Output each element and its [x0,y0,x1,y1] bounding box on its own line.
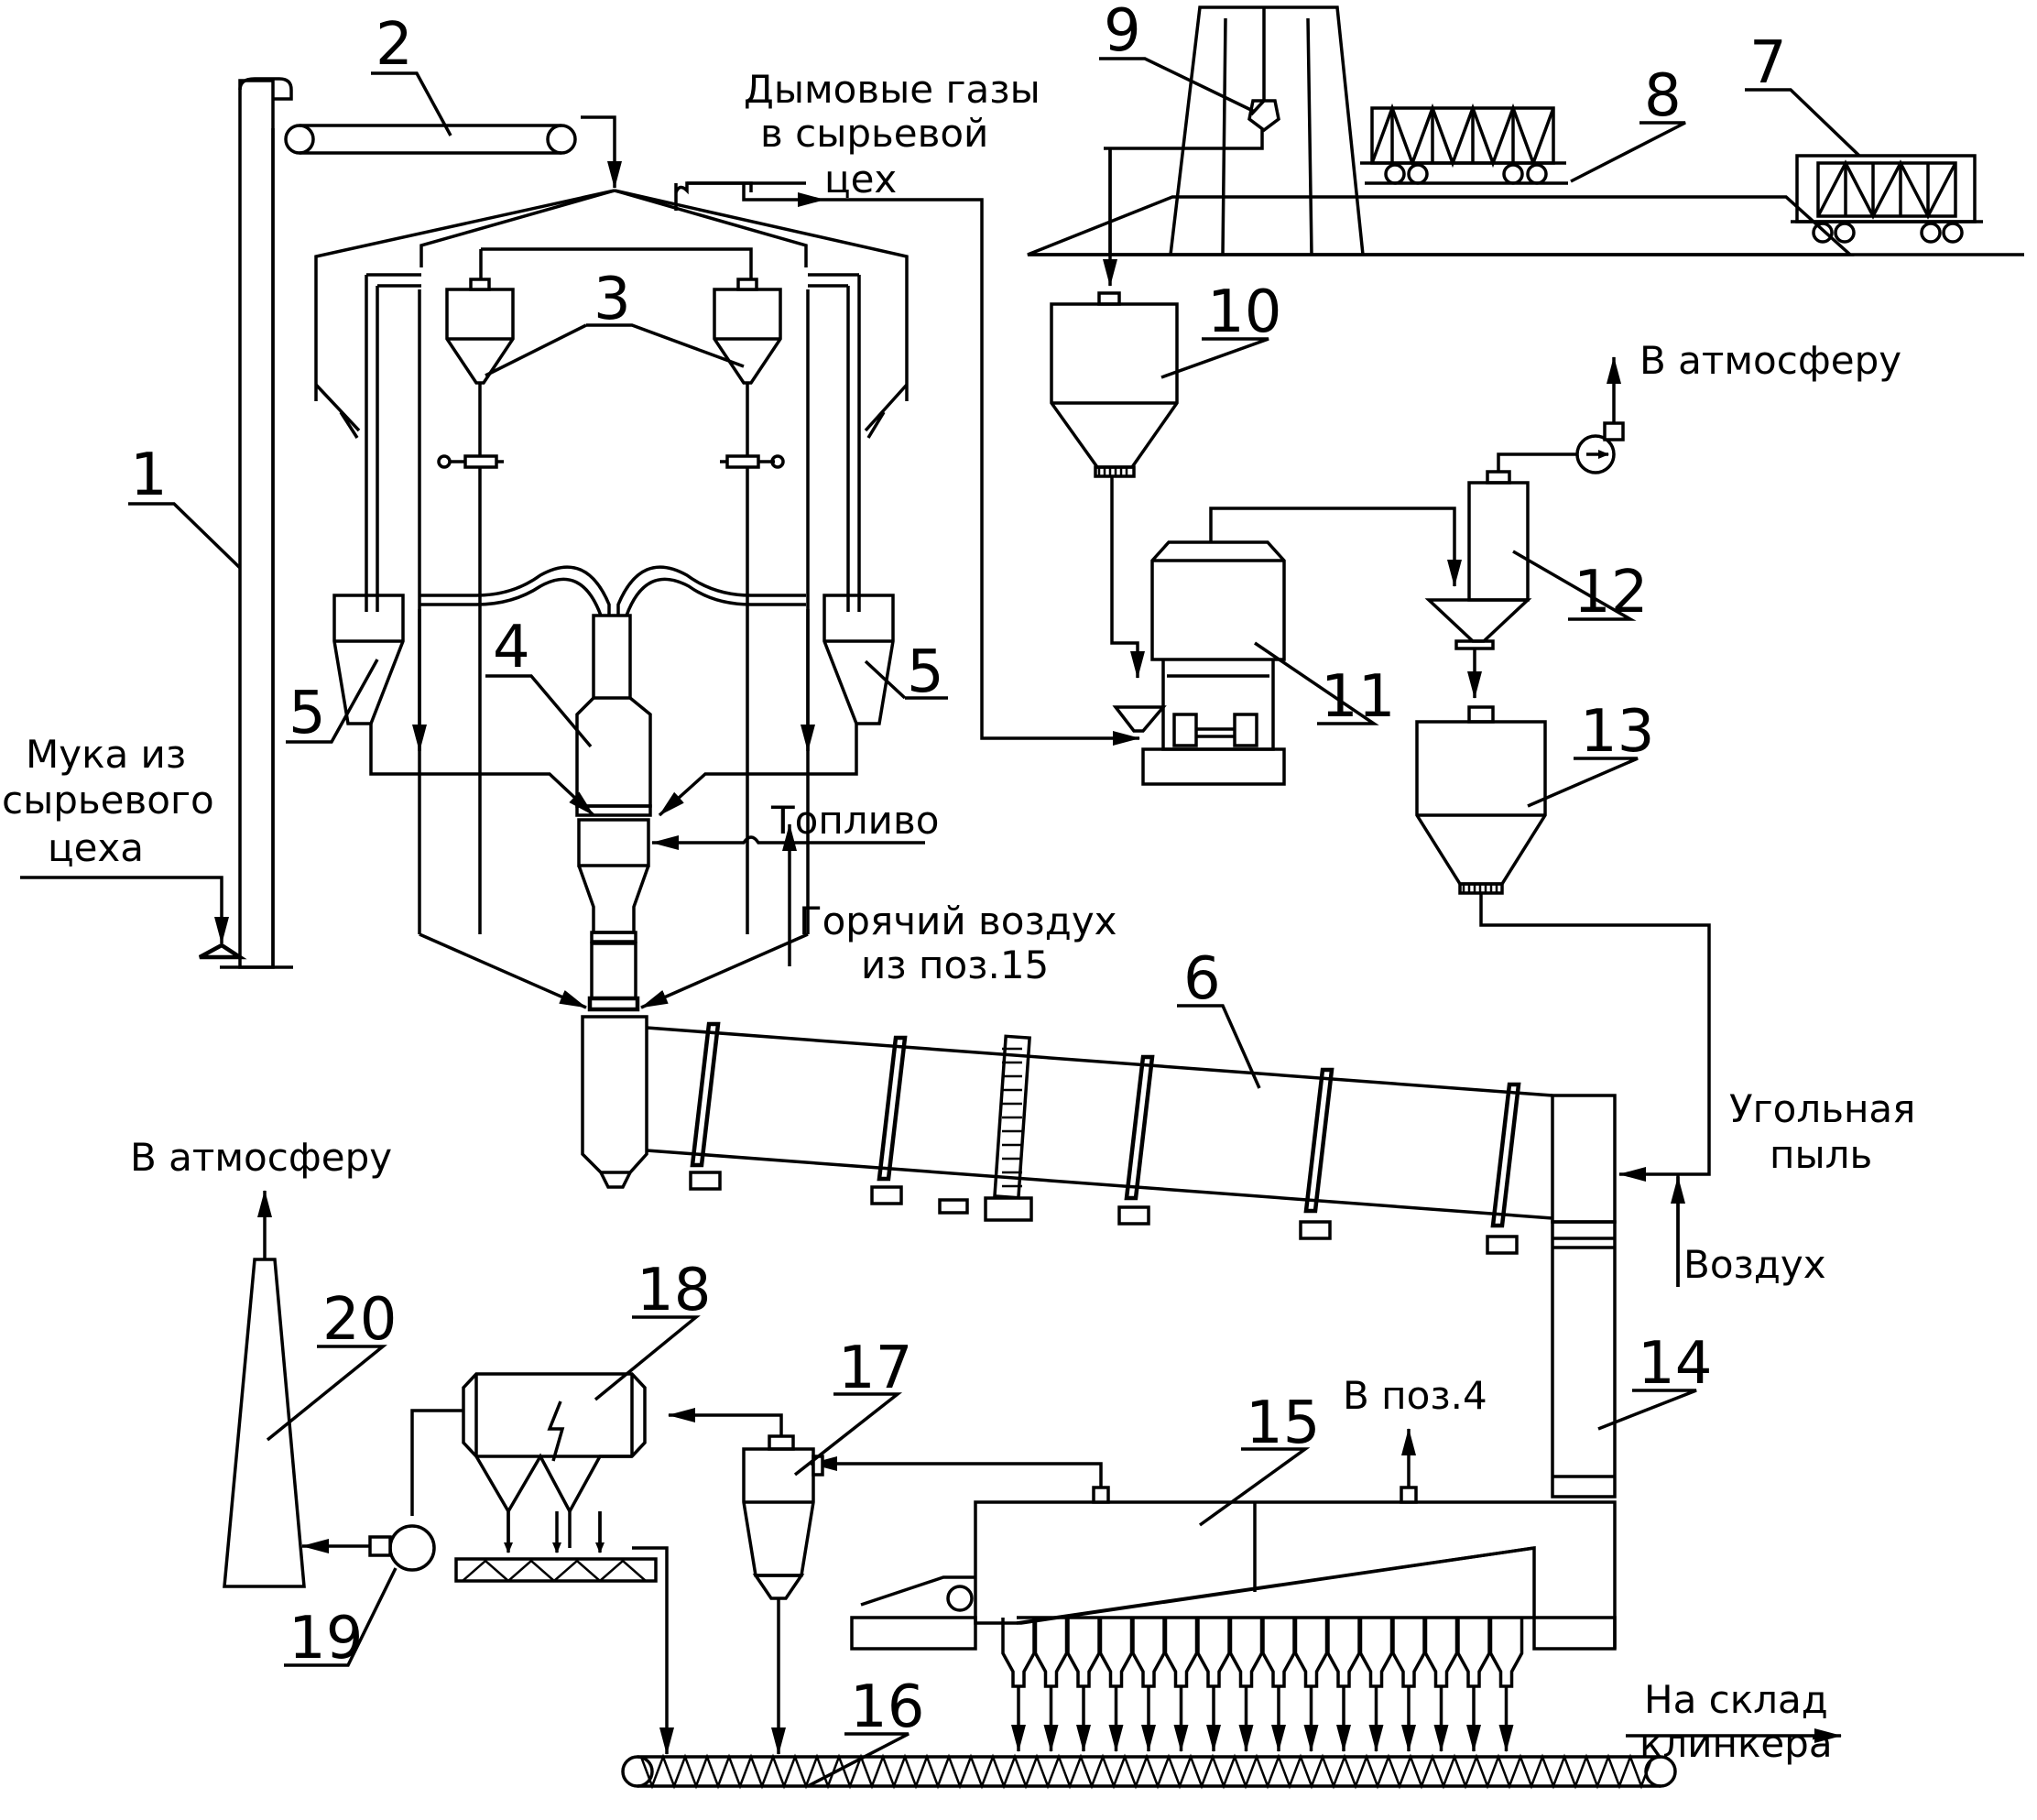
cooler-hopper-row [1001,1616,1617,1752]
label-4: 4 [493,614,530,681]
coal-mill-11 [824,198,1462,786]
label-3: 3 [594,266,631,333]
cooler-hopper [1423,1618,1459,1688]
kiln-hood-14 [1551,1220,1617,1499]
chimney-20 [223,1190,306,1588]
preheater-distribution-lines [314,181,909,439]
label-20: 20 [322,1286,397,1354]
label-2: 2 [376,11,413,79]
cooler-hopper [1358,1618,1394,1688]
cooler-hopper [1033,1618,1069,1688]
label-18: 18 [637,1257,711,1324]
caption-fuel: Топливо [770,798,939,843]
caption-air: Воздух [1683,1242,1826,1287]
cooler-hopper [1293,1618,1329,1688]
coal-bin-10 [1050,291,1179,679]
caption-raw-meal-2: сырьевого [2,778,214,823]
belt-conveyor-16 [621,1728,1842,1790]
caption-coal-dust-2: пыль [1770,1132,1872,1177]
label-13: 13 [1580,698,1654,766]
captions: Дымовые газы в сырьевой цех В атмосферу … [2,67,1915,1766]
hopper-band [1017,1616,1617,1649]
label-5-left: 5 [289,680,326,747]
caption-clinker-store-1: На склад [1644,1677,1828,1722]
caption-flue-gas-2: в сырьевой [760,111,988,156]
caption-atmosphere-top: В атмосферу [1639,338,1901,383]
cooler-hopper [1001,1618,1036,1688]
label-15: 15 [1246,1390,1320,1457]
cyclone-3-right [713,278,810,934]
bucket-elevator-1 [20,77,293,969]
cooler-hopper [1196,1618,1231,1688]
coal-storage-yard [1027,5,2024,287]
caption-atmosphere-bottom: В атмосферу [130,1135,392,1180]
cyclone-17 [668,1408,824,1755]
rotary-kiln-6 [581,1015,1617,1255]
cooler-hopper [1456,1618,1491,1688]
label-1: 1 [130,441,168,509]
cyclone-5-right [658,594,895,817]
cooler-hopper [1391,1618,1426,1688]
cyclone-3-left [418,278,515,934]
gas-riser-ducts [365,273,861,616]
caption-clinker-store-2: клинкера [1639,1721,1833,1766]
label-5-right: 5 [907,638,944,706]
caption-hot-air-2: из поз.15 [861,943,1049,987]
cyclone-5-left [332,594,595,817]
electrostatic-precipitator-18 [410,1372,674,1755]
grate-cooler-15 [810,1428,1617,1651]
cyclone-12 [1424,356,1625,699]
caption-coal-dust-1: Угольная [1729,1086,1915,1131]
label-7: 7 [1749,29,1787,97]
label-8: 8 [1644,62,1682,130]
cooler-hopper [1261,1618,1296,1688]
belt-conveyor-2 [284,115,622,189]
cooler-hopper [1066,1618,1101,1688]
caption-raw-meal-3: цеха [48,825,144,870]
exhaust-fan-19 [301,1524,436,1572]
cooler-hopper [1326,1618,1361,1688]
cooler-hopper [1488,1618,1524,1688]
label-6: 6 [1183,945,1221,1013]
caption-to-pos4: В поз.4 [1343,1373,1487,1418]
label-19: 19 [289,1605,363,1673]
caption-raw-meal-1: Мука из [26,732,186,777]
cooler-hopper [1163,1618,1199,1688]
pulverized-coal-bin-13 [1415,705,1711,1287]
caption-flue-gas-3: цех [824,157,897,202]
label-16: 16 [850,1673,924,1741]
label-9: 9 [1104,0,1141,65]
label-14: 14 [1638,1330,1712,1398]
label-10: 10 [1207,278,1281,346]
calciner-4 [419,614,925,1012]
caption-hot-air-1: Горячий воздух [799,899,1117,943]
label-17: 17 [838,1335,912,1402]
position-labels: 1 2 3 4 5 5 6 7 8 9 10 11 12 [128,0,1861,1788]
cooler-hopper [1131,1618,1166,1688]
caption-flue-gas-1: Дымовые газы [744,67,1040,112]
cooler-hopper [1098,1618,1134,1688]
cooler-hopper [1228,1618,1264,1688]
